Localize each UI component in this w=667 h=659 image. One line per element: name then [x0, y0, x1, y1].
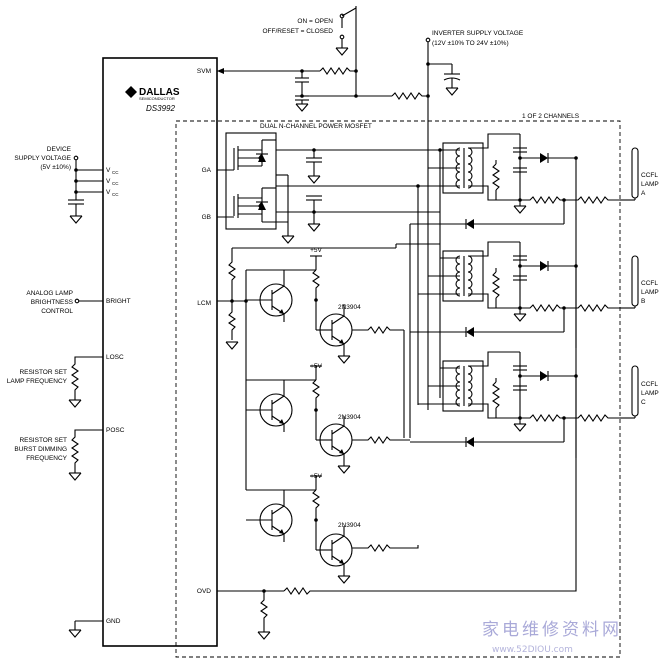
- lcm-bottom-resistor: [228, 301, 236, 340]
- inverter-supply-title: INVERTER SUPPLY VOLTAGE: [432, 30, 524, 37]
- lamp-a-label-2: LAMP: [641, 181, 659, 188]
- lamp-b-label-1: CCFL: [641, 280, 658, 287]
- rset-burst-label-1: RESISTOR SET: [19, 437, 67, 444]
- rset-lamp-label-1: RESISTOR SET: [19, 369, 67, 376]
- transistor-label-2: 2N3904: [338, 414, 361, 421]
- transistor-group-3: [246, 476, 352, 583]
- device-supply-label-1: DEVICE: [47, 146, 72, 153]
- channel-boundary: [175, 120, 621, 658]
- plus5v-label-1: +5V: [310, 247, 322, 254]
- lamp-a-label-1: CCFL: [641, 172, 658, 179]
- device-supply-terminal: [73, 155, 79, 161]
- svg-text:CC: CC: [112, 192, 119, 197]
- pin-losc: LOSC: [106, 354, 124, 361]
- channel-a: [410, 133, 639, 240]
- watermark-cn: 家电维修资料网: [482, 620, 622, 640]
- mosfet-label: DUAL N-CHANNEL POWER MOSFET: [260, 123, 372, 130]
- bright-terminal: [74, 298, 80, 304]
- plus5v-label-3: +5V: [310, 473, 322, 480]
- ovd-resistor: [283, 240, 577, 595]
- svg-text:V: V: [106, 189, 111, 196]
- dallas-logo: DALLAS SEMICONDUCTOR: [125, 86, 180, 101]
- pin-gb: GB: [202, 214, 211, 221]
- device-supply-label-2: SUPPLY VOLTAGE: [14, 155, 71, 162]
- transistor-group-1: [246, 255, 353, 364]
- svg-text:CC: CC: [112, 181, 119, 186]
- switch-open-label: ON = OPEN: [297, 18, 333, 25]
- lamp-b-label-2: LAMP: [641, 289, 659, 296]
- posc-resistor: [71, 429, 103, 473]
- transistor-label-1: 2N3904: [338, 304, 361, 311]
- ovd-ground-resistor: [260, 591, 268, 630]
- channel-c: [410, 352, 638, 458]
- svg-text:CC: CC: [112, 170, 119, 175]
- part-number: DS3992: [146, 104, 175, 113]
- pin-ga: GA: [202, 167, 212, 174]
- ds3992-chip-body: [102, 57, 218, 647]
- mosfet-b: [233, 187, 276, 218]
- lcm-top-resistor: [228, 248, 236, 290]
- lamp-c-label-2: LAMP: [641, 390, 659, 397]
- svg-text:V: V: [106, 178, 111, 185]
- switch-closed-label: OFF/RESET = CLOSED: [263, 28, 334, 35]
- drive-resistor-3: [352, 544, 419, 552]
- rset-lamp-label-2: LAMP FREQUENCY: [7, 378, 68, 385]
- analog-label-2: BRIGHTNESS: [31, 299, 74, 306]
- transistor-group-2: [246, 366, 352, 473]
- lamp-b-label-3: B: [641, 298, 645, 305]
- pin-svm: SVM: [197, 68, 211, 75]
- channels-label: 1 OF 2 CHANNELS: [522, 113, 580, 120]
- mosfet-a: [233, 139, 276, 170]
- dual-mosfet: [225, 132, 277, 230]
- analog-label-1: ANALOG LAMP: [26, 290, 73, 297]
- analog-label-3: CONTROL: [41, 308, 73, 315]
- plus5v-label-2: +5V: [310, 363, 322, 370]
- svm-cap: [295, 71, 309, 112]
- pin-gnd: GND: [106, 618, 121, 625]
- pin-bright: BRIGHT: [106, 298, 131, 305]
- inverter-supply-range: (12V ±10% TO 24V ±10%): [432, 40, 509, 47]
- brand-name: DALLAS: [139, 87, 180, 98]
- svg-text:V: V: [106, 167, 111, 174]
- pin-posc: POSC: [106, 427, 125, 434]
- reset-switch: [335, 6, 357, 56]
- watermark-url: www.52DIOU.com: [492, 645, 573, 655]
- rset-burst-label-2: BURST DIMMING: [14, 446, 67, 453]
- drive-resistor-2: [352, 436, 410, 444]
- pin-ovd: OVD: [197, 588, 211, 595]
- lamp-c-label-1: CCFL: [641, 381, 658, 388]
- losc-resistor: [71, 356, 103, 400]
- device-supply-label-3: (5V ±10%): [40, 164, 71, 171]
- transistor-label-3: 2N3904: [338, 522, 361, 529]
- rset-burst-label-3: FREQUENCY: [26, 455, 67, 462]
- lamp-c-label-3: C: [641, 399, 646, 406]
- inverter-supply-terminal: [425, 37, 431, 43]
- channel-b: [410, 242, 638, 348]
- pin-lcm: LCM: [197, 300, 211, 307]
- lamp-a-label-3: A: [641, 190, 646, 197]
- brand-sub: SEMICONDUCTOR: [139, 96, 175, 101]
- drive-resistor-1: [352, 326, 404, 334]
